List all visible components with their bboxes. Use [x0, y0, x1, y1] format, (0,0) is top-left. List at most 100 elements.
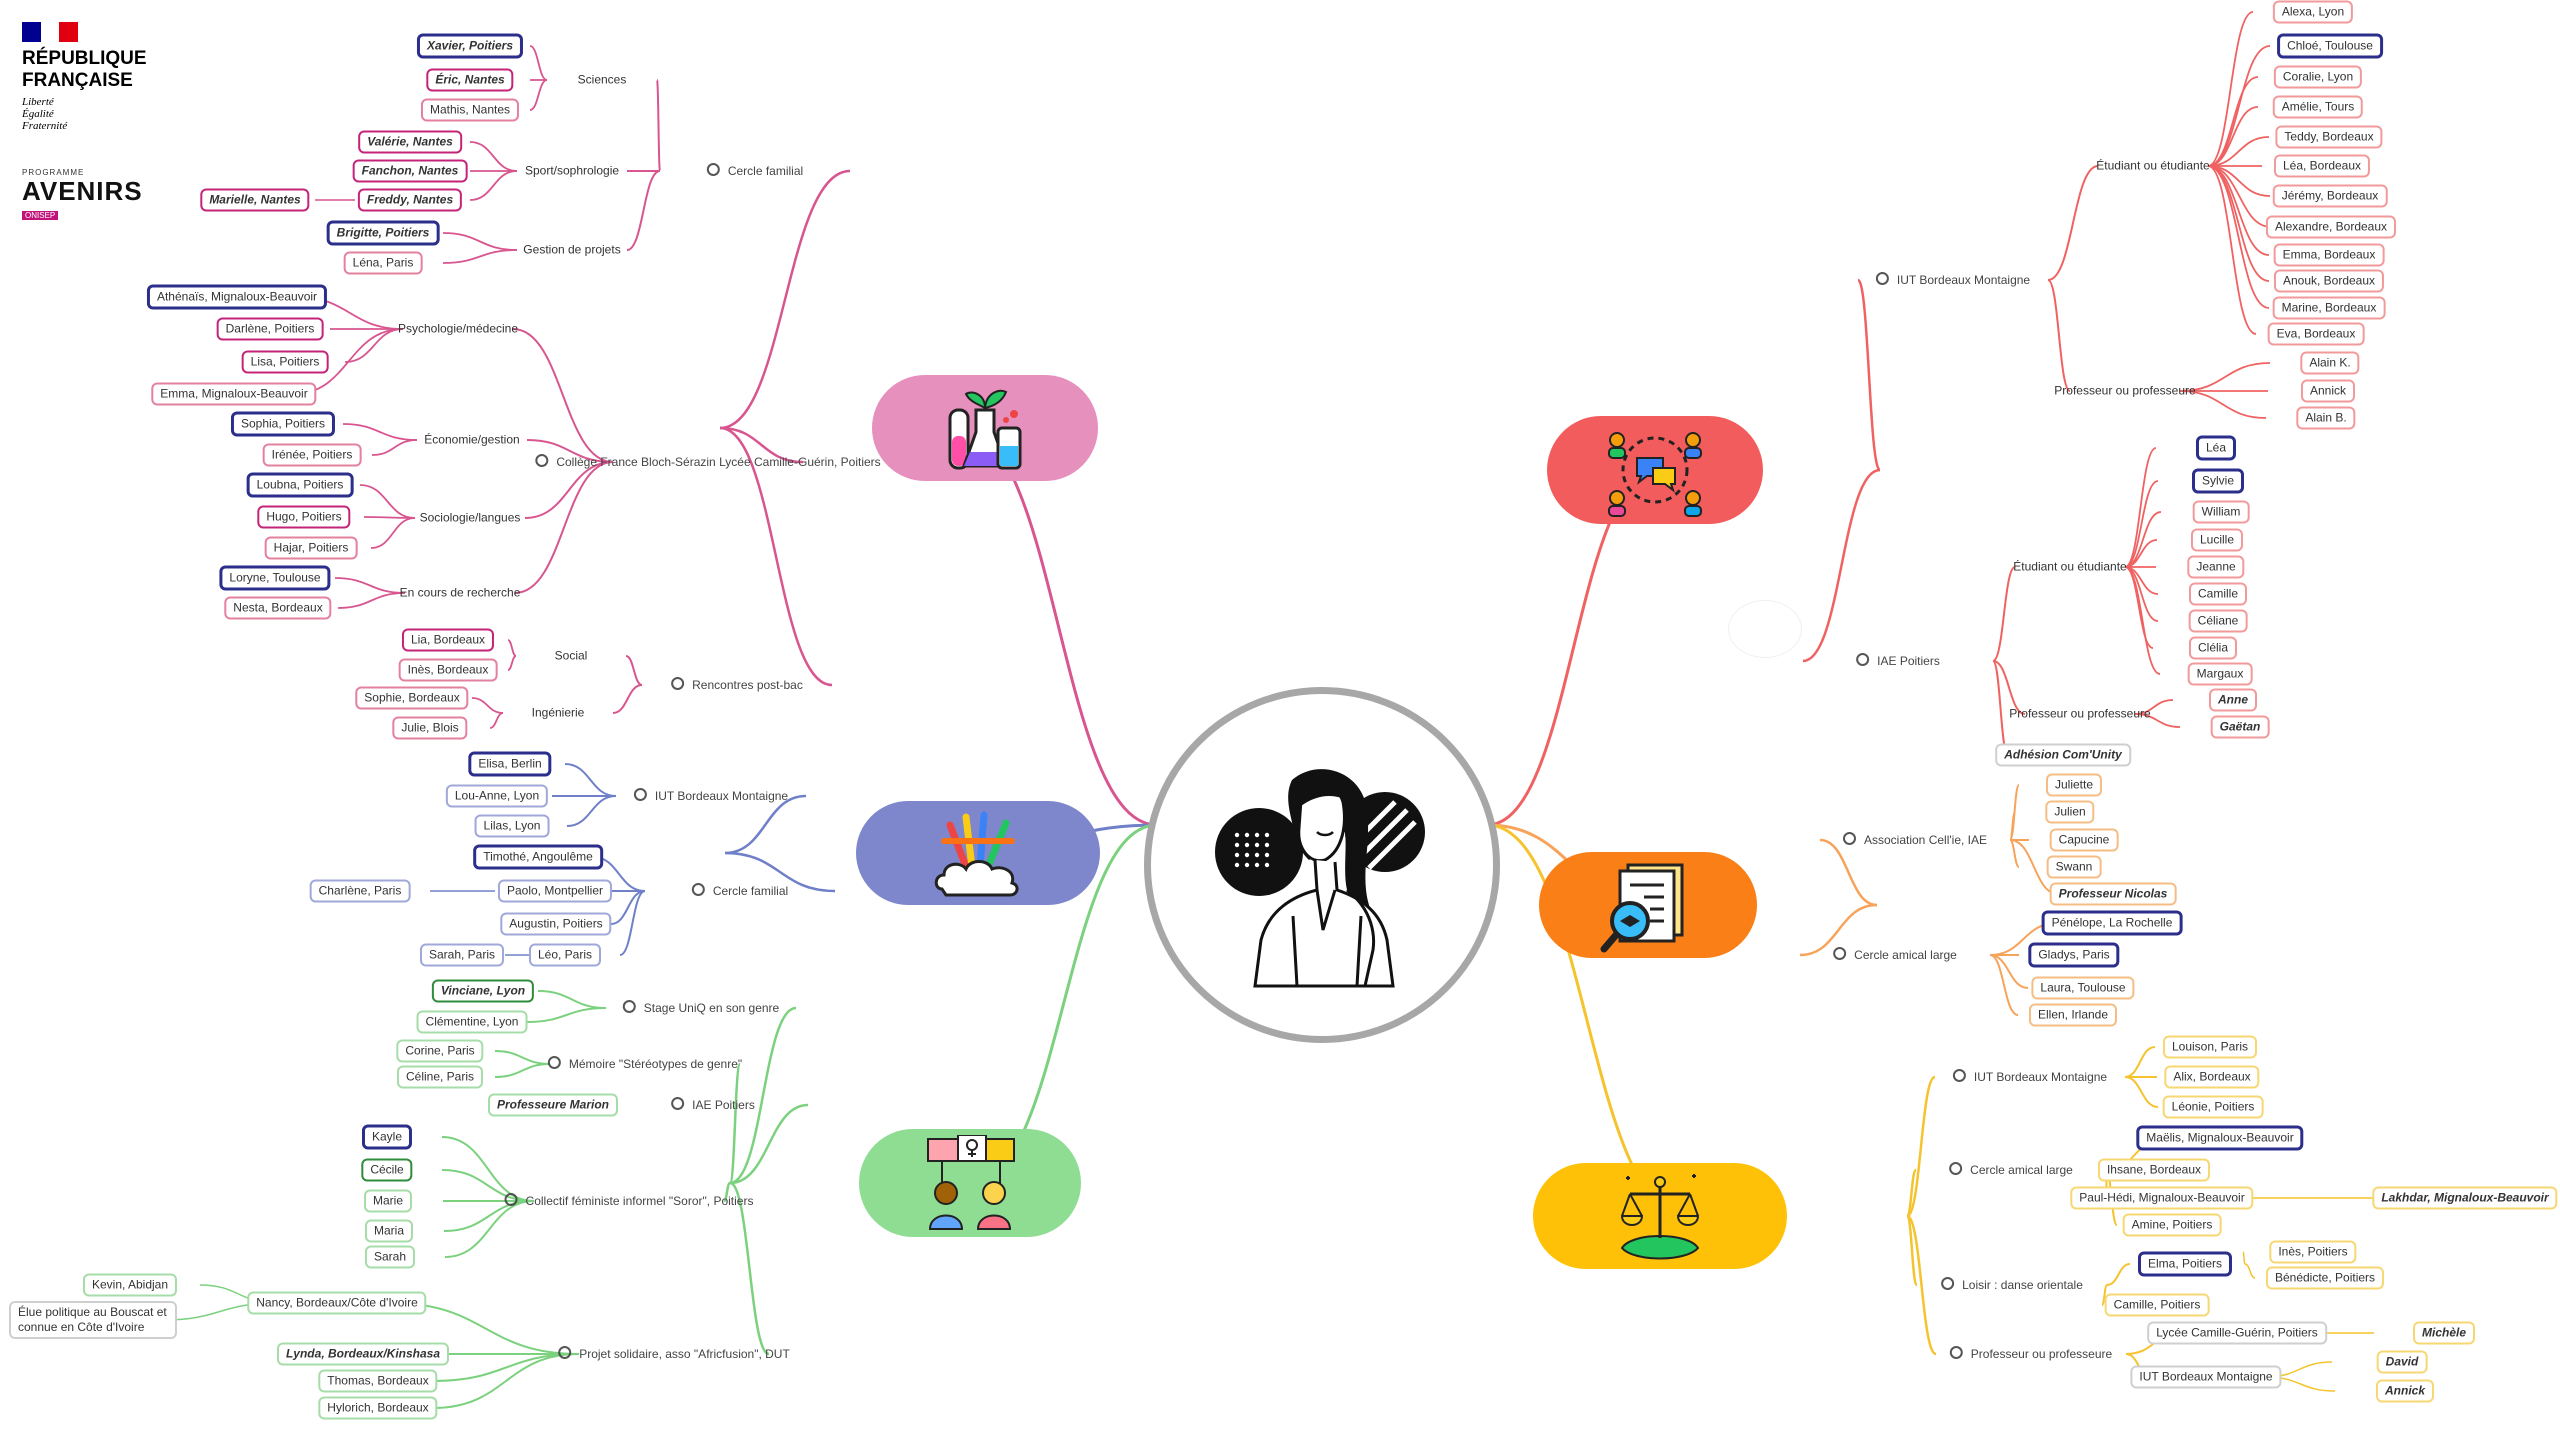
- person-node[interactable]: Bénédicte, Poitiers: [2265, 1266, 2385, 1290]
- person-node[interactable]: Paul-Hédi, Mignaloux-Beauvoir: [2070, 1186, 2254, 1210]
- person-node[interactable]: Margaux: [2187, 662, 2253, 686]
- person-node[interactable]: Loubna, Poitiers: [246, 472, 354, 498]
- person-node[interactable]: Charlène, Paris: [309, 879, 411, 903]
- subcategory-node[interactable]: Étudiant ou étudiante: [2013, 559, 2127, 574]
- person-node[interactable]: Xavier, Poitiers: [416, 33, 524, 59]
- person-node[interactable]: Camille, Poitiers: [2104, 1293, 2210, 1317]
- person-node[interactable]: Lycée Camille-Guérin, Poitiers: [2147, 1321, 2327, 1345]
- category-node[interactable]: Cercle amical large: [1947, 1162, 2075, 1178]
- person-node[interactable]: Thomas, Bordeaux: [318, 1369, 438, 1393]
- hub-network-branch[interactable]: [1547, 416, 1763, 524]
- person-node[interactable]: Lynda, Bordeaux/Kinshasa: [276, 1342, 450, 1366]
- person-node[interactable]: Kevin, Abidjan: [82, 1273, 178, 1297]
- person-node[interactable]: Clélia: [2188, 636, 2238, 660]
- hub-associations-branch[interactable]: [1539, 852, 1757, 958]
- person-node[interactable]: Julie, Blois: [392, 716, 468, 740]
- person-node[interactable]: Sophie, Bordeaux: [355, 686, 469, 710]
- category-node[interactable]: Projet solidaire, asso "Africfusion", DU…: [556, 1346, 792, 1362]
- category-node[interactable]: Collège France Bloch-Sérazin Lycée Camil…: [533, 454, 882, 470]
- hub-justice-branch[interactable]: [1533, 1163, 1787, 1269]
- person-node[interactable]: Jérémy, Bordeaux: [2272, 184, 2388, 208]
- person-node[interactable]: Corine, Paris: [396, 1039, 484, 1063]
- subcategory-node[interactable]: Sciences: [577, 72, 627, 87]
- category-node[interactable]: Collectif féministe informel "Soror", Po…: [503, 1193, 756, 1209]
- person-node[interactable]: Cécile: [361, 1158, 413, 1182]
- subcategory-node[interactable]: En cours de recherche: [399, 585, 521, 600]
- category-node[interactable]: Cercle familial: [690, 883, 790, 899]
- person-node[interactable]: Louison, Paris: [2162, 1035, 2258, 1059]
- person-node[interactable]: Maëlis, Mignaloux-Beauvoir: [2136, 1125, 2304, 1151]
- person-node[interactable]: Athénaïs, Mignaloux-Beauvoir: [146, 284, 328, 310]
- person-node[interactable]: Alain K.: [2300, 351, 2360, 375]
- person-node[interactable]: Élue politique au Bouscat et connue en C…: [9, 1301, 177, 1339]
- person-node[interactable]: Nancy, Bordeaux/Côte d'Ivoire: [247, 1291, 427, 1315]
- person-node[interactable]: Sylvie: [2191, 468, 2245, 494]
- person-node[interactable]: Eva, Bordeaux: [2267, 322, 2365, 346]
- person-node[interactable]: Alix, Bordeaux: [2164, 1065, 2260, 1089]
- person-node[interactable]: William: [2192, 500, 2250, 524]
- category-node[interactable]: Cercle amical large: [1831, 947, 1959, 963]
- person-node[interactable]: Chloé, Toulouse: [2277, 33, 2383, 59]
- subcategory-node[interactable]: Sociologie/langues: [419, 510, 521, 525]
- person-node[interactable]: Éric, Nantes: [426, 68, 514, 92]
- central-person-node[interactable]: [1144, 687, 1500, 1043]
- category-node[interactable]: IUT Bordeaux Montaigne: [632, 788, 790, 804]
- person-node[interactable]: Elma, Poitiers: [2137, 1251, 2233, 1277]
- person-node[interactable]: Mathis, Nantes: [420, 98, 520, 122]
- person-node[interactable]: Emma, Bordeaux: [2273, 243, 2385, 267]
- person-node[interactable]: Elisa, Berlin: [468, 751, 552, 777]
- person-node[interactable]: Lilas, Lyon: [474, 814, 550, 838]
- category-node[interactable]: Loisir : danse orientale: [1939, 1277, 2085, 1293]
- person-node[interactable]: Lucille: [2190, 528, 2244, 552]
- person-node[interactable]: Nesta, Bordeaux: [224, 596, 332, 620]
- person-node[interactable]: Paolo, Montpellier: [497, 879, 613, 903]
- person-node[interactable]: Teddy, Bordeaux: [2275, 125, 2383, 149]
- subcategory-node[interactable]: Professeur ou professeure: [2009, 706, 2151, 721]
- person-node[interactable]: Marine, Bordeaux: [2272, 296, 2386, 320]
- person-node[interactable]: Marie: [363, 1189, 413, 1213]
- person-node[interactable]: Léonie, Poitiers: [2162, 1095, 2264, 1119]
- subcategory-node[interactable]: Ingénierie: [531, 705, 585, 720]
- person-node[interactable]: Léo, Paris: [528, 943, 602, 967]
- person-node[interactable]: Hugo, Poitiers: [257, 505, 351, 529]
- person-node[interactable]: Anne: [2209, 688, 2257, 712]
- person-node[interactable]: Hajar, Poitiers: [264, 536, 358, 560]
- person-node[interactable]: Vinciane, Lyon: [431, 979, 535, 1003]
- person-node[interactable]: Céline, Paris: [396, 1065, 484, 1089]
- person-node[interactable]: Brigitte, Poitiers: [326, 220, 440, 246]
- subcategory-node[interactable]: Social: [554, 648, 588, 663]
- person-node[interactable]: Sarah, Paris: [419, 943, 505, 967]
- person-node[interactable]: Pénélope, La Rochelle: [2041, 910, 2183, 936]
- subcategory-node[interactable]: Psychologie/médecine: [397, 321, 519, 336]
- person-node[interactable]: Valérie, Nantes: [358, 130, 462, 154]
- subcategory-node[interactable]: Professeur ou professeure: [2054, 383, 2196, 398]
- person-node[interactable]: Darlène, Poitiers: [216, 317, 324, 341]
- subcategory-node[interactable]: Gestion de projets: [523, 242, 621, 257]
- person-node[interactable]: Jeanne: [2187, 555, 2245, 579]
- person-node[interactable]: Camille: [2188, 582, 2248, 606]
- category-node[interactable]: IAE Poitiers: [669, 1097, 757, 1113]
- person-node[interactable]: Julien: [2045, 800, 2095, 824]
- category-node[interactable]: IUT Bordeaux Montaigne: [1951, 1069, 2109, 1085]
- person-node[interactable]: Léa, Bordeaux: [2273, 154, 2371, 178]
- person-node[interactable]: Augustin, Poitiers: [500, 912, 612, 936]
- person-node[interactable]: Emma, Mignaloux-Beauvoir: [151, 382, 317, 406]
- person-node[interactable]: Ihsane, Bordeaux: [2097, 1158, 2211, 1182]
- person-node[interactable]: Léna, Paris: [343, 251, 423, 275]
- person-node[interactable]: Professeure Marion: [487, 1093, 619, 1117]
- person-node[interactable]: Lou-Anne, Lyon: [445, 784, 549, 808]
- person-node[interactable]: David: [2376, 1350, 2428, 1374]
- person-node[interactable]: Hylorich, Bordeaux: [318, 1396, 438, 1420]
- person-node[interactable]: Ellen, Irlande: [2028, 1003, 2118, 1027]
- subcategory-node[interactable]: Sport/sophrologie: [524, 163, 620, 178]
- category-node[interactable]: Rencontres post-bac: [669, 677, 805, 693]
- person-node[interactable]: Gladys, Paris: [2028, 942, 2120, 968]
- person-node[interactable]: Gaëtan: [2210, 715, 2270, 739]
- person-node[interactable]: Juliette: [2045, 773, 2103, 797]
- hub-arts-branch[interactable]: [856, 801, 1100, 905]
- person-node[interactable]: Irénée, Poitiers: [262, 443, 362, 467]
- person-node[interactable]: Inès, Bordeaux: [398, 658, 498, 682]
- person-node[interactable]: Annick: [2375, 1379, 2435, 1403]
- person-node[interactable]: Alexandre, Bordeaux: [2265, 215, 2397, 239]
- person-node[interactable]: Marielle, Nantes: [200, 188, 310, 212]
